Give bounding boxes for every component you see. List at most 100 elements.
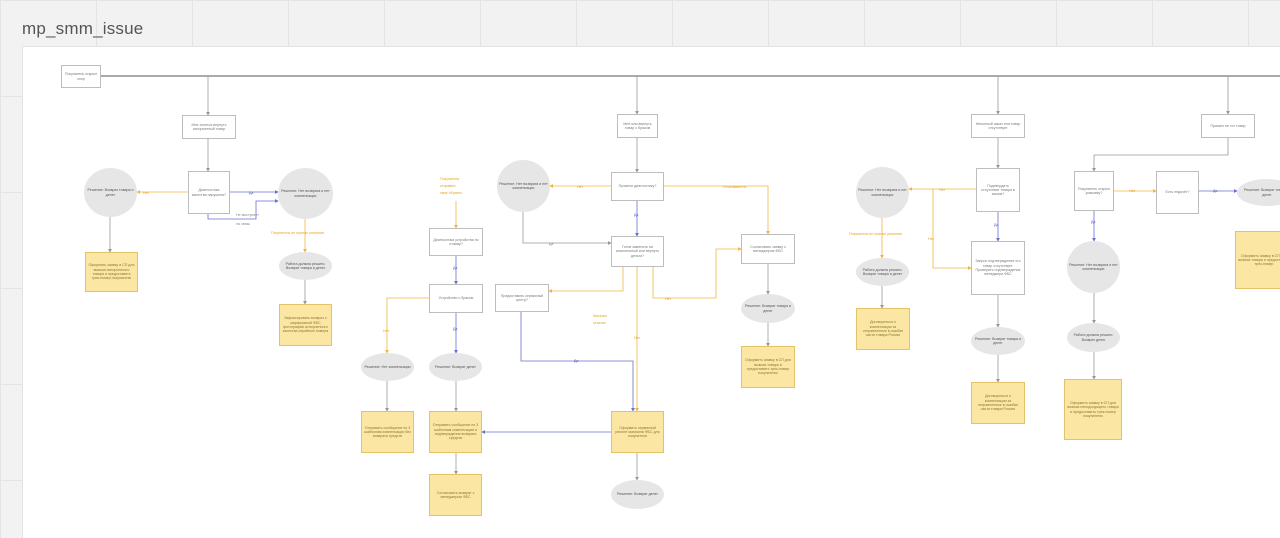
process-box[interactable]: Диагностика устройства по отзыву?	[429, 228, 483, 256]
sticky-note[interactable]: Оформить заявку в СП для вывоза неподход…	[1064, 379, 1122, 440]
node-text: Устройство с браком	[438, 296, 474, 301]
process-box[interactable]: Предоставить сервисный центр?	[495, 284, 549, 312]
edge-label: отправил	[440, 184, 456, 188]
node-text: Диагностика устройства по отзыву?	[433, 237, 479, 246]
edge-label: Да	[453, 266, 458, 270]
decision-oval[interactable]: Решение: Возврат товара и денег	[84, 168, 137, 217]
board-title: mp_smm_issue	[22, 19, 144, 38]
connector-arrow	[932, 189, 972, 270]
node-text: Оформить заявку в СП для вывоза неподход…	[1067, 400, 1119, 418]
edge-label: Покупатель не принял решение	[849, 232, 903, 236]
edge-label: Да	[453, 327, 458, 331]
node-text: Провели диагностику?	[618, 184, 657, 189]
decision-oval[interactable]: Решение: Возврат товара и денег	[1237, 179, 1280, 206]
node-text: Оформить сервисный ремонт магазина ФБС д…	[615, 425, 660, 439]
node-text: Решение: Возврат товара и денег	[87, 188, 134, 197]
decision-oval[interactable]: Решение: Нет возврата и нет компенсации	[1067, 241, 1120, 293]
node-text: Пришел не тот товар	[1210, 123, 1246, 128]
node-text: Неполный заказ или товар отсутствует	[975, 121, 1021, 130]
node-text: Диагностика качества нарушена?	[191, 188, 227, 197]
node-text: Мне хочется вернуть испорченный товар	[191, 122, 227, 131]
edge-label: Да	[994, 223, 999, 227]
edge-label: Магазин	[593, 314, 607, 318]
node-text: Есть недочёт?	[1165, 190, 1190, 195]
edge-label: Нет	[1129, 189, 1136, 193]
decision-oval[interactable]: Решение: Нет возврата и нет компенсации	[856, 167, 909, 218]
sticky-note[interactable]: Оформить заявку в СП для вывоза товара и…	[1235, 231, 1280, 289]
process-box[interactable]: Готов заменить на аналогичный или вернут…	[611, 236, 664, 267]
edge-label: Отказывается	[723, 185, 747, 189]
decision-oval[interactable]: Решение: Возврат денег	[611, 480, 664, 509]
sticky-note[interactable]: Договориться о компенсации за отправленн…	[856, 308, 910, 350]
sticky-note[interactable]: Согласовать возврат с менеджером ФБС	[429, 474, 482, 516]
decision-oval[interactable]: Решение: Нет возврата и нет компенсации	[278, 168, 333, 219]
sticky-note[interactable]: Оформить заявку в СП для вывоза испорчен…	[85, 252, 138, 292]
node-text: Решение: Возврат товара и денег	[974, 336, 1022, 345]
process-box[interactable]: Запрос подтверждения что товар отсутству…	[971, 241, 1025, 295]
edge-label: Да	[1091, 220, 1096, 224]
process-box[interactable]: Неполный заказ или товар отсутствует	[971, 114, 1025, 138]
decision-oval[interactable]: Решение: Нет компенсации	[361, 353, 414, 381]
process-box[interactable]: Мне или вернуть товар с браком	[617, 114, 658, 138]
node-text: Договориться о компенсации за отправленн…	[862, 320, 904, 338]
connector-arrow	[385, 297, 429, 354]
process-box[interactable]: Мне хочется вернуть испорченный товар	[182, 115, 236, 139]
decision-oval[interactable]: Работа должна решить: Возврат товара и д…	[856, 258, 909, 286]
sticky-note[interactable]: Зафиксировать возврат с маркировкой ФБС …	[279, 304, 332, 346]
process-box[interactable]: Устройство с браком	[429, 284, 483, 313]
edge-label: Нет	[143, 191, 150, 195]
decision-oval[interactable]: Решение: Возврат товара и денег	[741, 294, 795, 323]
edge-label: Покупатель	[440, 177, 460, 181]
node-text: Решение: Нет возврата и нет компенсации	[1069, 262, 1118, 271]
sticky-note[interactable]: Оформить заявку в СП для вывоза товара и…	[741, 346, 795, 388]
process-box[interactable]: Покупатель открыл спор	[61, 65, 101, 88]
process-box[interactable]: Согласовать заявку с менеджером ФБС	[741, 234, 795, 264]
decision-oval[interactable]: Работа должна решить: Возврат денег	[1067, 323, 1120, 352]
connector-arrow	[207, 199, 279, 220]
sticky-note[interactable]: Отправить сообщение по 3 шаблонам компен…	[429, 411, 482, 453]
process-box[interactable]: Провели диагностику?	[611, 172, 664, 201]
edge-label: Нет	[665, 297, 672, 301]
node-text: Решение: Возврат денег	[435, 364, 476, 369]
process-box[interactable]: Подтвердить отсутствие товара в заказе?	[976, 168, 1020, 212]
node-text: Решение: Нет возврата и нет компенсации	[858, 188, 907, 197]
edge-label: Да	[634, 213, 639, 217]
node-text: Работа должна решить: Возврат товара и д…	[285, 261, 326, 270]
edge-label: свое обратно	[440, 191, 463, 195]
process-box[interactable]: Покупатель открыл упаковку?	[1074, 171, 1114, 211]
edge-label: Покупатель не принял решение	[271, 231, 325, 235]
node-text: Решение: Нет возврата и нет компенсации	[281, 189, 330, 198]
node-text: Зафиксировать возврат с маркировкой ФБС …	[282, 316, 329, 334]
node-text: Договориться о компенсации за отправленн…	[977, 394, 1019, 412]
process-box[interactable]: Пришел не тот товар	[1201, 114, 1255, 138]
node-text: Оформить заявку в СП для вывоза товара и…	[1238, 253, 1280, 267]
node-text: Решение: Возврат товара и денег	[744, 304, 792, 313]
decision-oval[interactable]: Работа должна решить: Возврат товара и д…	[279, 252, 332, 280]
node-text: Мне или вернуть товар с браком	[623, 121, 652, 130]
connector-arrow	[664, 185, 770, 235]
process-box[interactable]: Диагностика качества нарушена?	[188, 171, 230, 214]
decision-oval[interactable]: Решение: Нет возврата и нет компенсации	[497, 160, 550, 212]
sticky-note[interactable]: Договориться о компенсации за отправленн…	[971, 382, 1025, 424]
node-text: Согласовать возврат с менеджером ФБС	[436, 490, 475, 499]
edge-label: Нет	[577, 185, 584, 189]
connector-arrow	[520, 312, 635, 412]
node-text: Оформить заявку в СП для вывоза испорчен…	[88, 263, 135, 281]
connector-arrow	[522, 212, 612, 245]
node-text: Отправить сообщение по 3 шаблонам компен…	[364, 425, 411, 439]
edge-label: Нет	[383, 329, 390, 333]
node-text: Решение: Нет возврата и нет компенсации	[499, 181, 548, 190]
process-box[interactable]: Есть недочёт?	[1156, 171, 1199, 214]
node-text: Готов заменить на аналогичный или вернут…	[615, 245, 660, 258]
sticky-note[interactable]: Отправить сообщение по 3 шаблонам компен…	[361, 411, 414, 453]
edge-label: Нет	[939, 188, 946, 192]
node-text: Решение: Нет компенсации	[364, 364, 411, 369]
connector-layer	[101, 75, 1280, 481]
decision-oval[interactable]: Решение: Возврат денег	[429, 353, 482, 381]
connector-arrow	[1092, 138, 1229, 172]
sticky-note[interactable]: Оформить сервисный ремонт магазина ФБС д…	[611, 411, 664, 453]
connector-arrow	[652, 247, 742, 299]
edge-label: Нет	[928, 237, 935, 241]
node-text: Запрос подтверждения что товар отсутству…	[975, 259, 1021, 277]
decision-oval[interactable]: Решение: Возврат товара и денег	[971, 327, 1025, 355]
